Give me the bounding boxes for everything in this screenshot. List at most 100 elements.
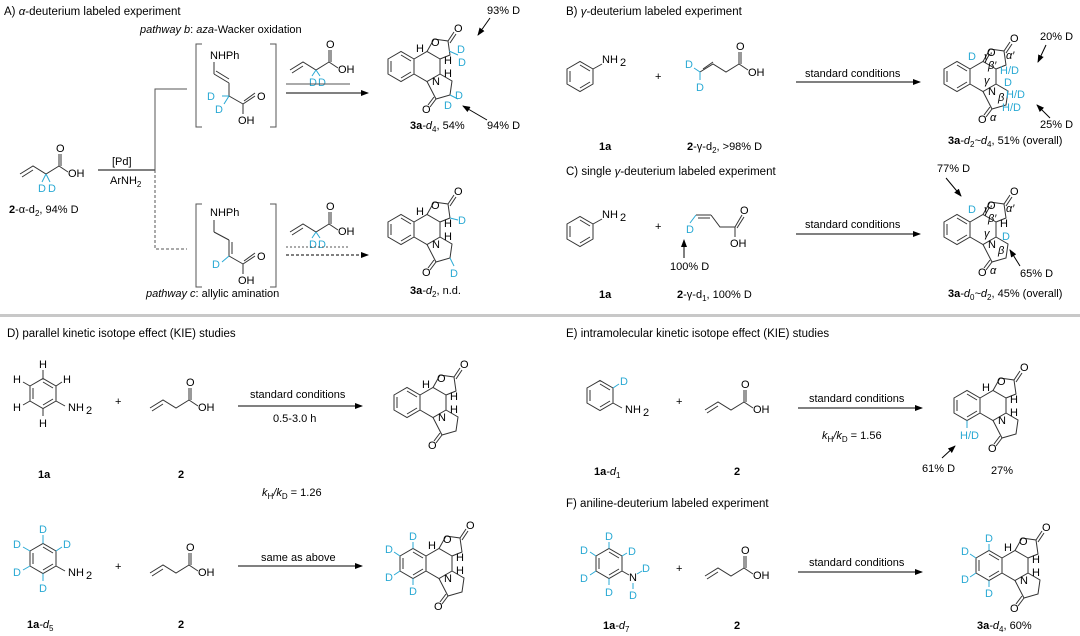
annot-100-d: 100% D: [670, 261, 709, 273]
reagent-arnh2: ArNH2: [110, 175, 142, 189]
svg-text:N: N: [629, 572, 637, 584]
svg-text:O: O: [56, 143, 65, 155]
label-2-d1: 2: [178, 469, 184, 481]
aniline-1a-d: NH 2 H H H H H: [13, 359, 92, 430]
svg-text:D: D: [450, 268, 458, 280]
svg-text:O: O: [434, 601, 443, 613]
svg-text:O: O: [978, 114, 987, 126]
svg-text:O: O: [431, 200, 440, 212]
svg-text:OH: OH: [338, 64, 355, 76]
svg-text:OH: OH: [753, 570, 770, 582]
plus-c: +: [655, 221, 661, 233]
svg-text:D: D: [968, 204, 976, 216]
svg-text:H: H: [444, 231, 452, 243]
svg-text:H: H: [422, 379, 430, 391]
svg-text:O: O: [1010, 33, 1019, 45]
svg-text:H: H: [1000, 218, 1008, 230]
svg-text:2: 2: [620, 212, 626, 224]
svg-text:N: N: [444, 573, 452, 585]
svg-text:O: O: [460, 359, 469, 371]
svg-text:OH: OH: [753, 404, 770, 416]
product-3a-d: O O N O H H H: [393, 359, 469, 452]
arrow-77-d: [945, 177, 962, 197]
label-2-e: 2: [734, 466, 740, 478]
label-1a-b: 1a: [599, 141, 612, 153]
branch-b-line: [154, 88, 187, 170]
svg-text:γ: γ: [984, 228, 991, 240]
svg-text:OH: OH: [338, 226, 355, 238]
svg-text:N: N: [432, 76, 440, 88]
svg-text:D: D: [629, 590, 637, 602]
branch-c-line: [154, 170, 187, 250]
section-e-title: E) intramolecular kinetic isotope effect…: [566, 328, 829, 340]
svg-text:H: H: [450, 391, 458, 403]
kie-d: kH/kD = 1.26: [262, 487, 322, 501]
svg-text:H: H: [1010, 407, 1018, 419]
svg-text:D: D: [13, 539, 21, 551]
arrow-65-d: [1009, 249, 1021, 267]
svg-text:2: 2: [86, 570, 92, 582]
svg-text:D: D: [458, 215, 466, 227]
svg-text:O: O: [437, 373, 446, 385]
svg-text:α′: α′: [1006, 50, 1015, 62]
plus-d1: +: [115, 396, 121, 408]
svg-text:O: O: [186, 377, 195, 389]
svg-text:NHPh: NHPh: [210, 207, 239, 219]
section-d-title: D) parallel kinetic isotope effect (KIE)…: [7, 328, 236, 340]
svg-text:O: O: [428, 440, 437, 452]
svg-text:N: N: [438, 412, 446, 424]
svg-text:D: D: [215, 104, 223, 116]
svg-text:H: H: [39, 359, 47, 371]
conditions-d1-top: standard conditions: [250, 389, 346, 401]
svg-text:OH: OH: [748, 67, 765, 79]
svg-text:H: H: [13, 374, 21, 386]
annot-61-d: 61% D: [922, 463, 955, 475]
svg-text:D: D: [1004, 77, 1012, 89]
section-f-title: F) aniline-deuterium labeled experiment: [566, 498, 769, 510]
sm-2-gamma-d1: O OH D: [686, 205, 749, 250]
svg-text:α′: α′: [1006, 203, 1015, 215]
svg-text:O: O: [257, 251, 266, 263]
aniline-1a-d5: NH 2 D D D D D: [13, 524, 92, 595]
svg-text:O: O: [1020, 362, 1029, 374]
aniline-1a-c: NH 2: [566, 209, 626, 247]
sm-2-gamma-d2: O OH D D: [685, 41, 765, 94]
svg-text:D: D: [13, 567, 21, 579]
kie-e: kH/kD = 1.56: [822, 430, 882, 444]
product-3a-d0-d2: O O N O D H D γ′ β′ α′ γ β α: [943, 186, 1019, 279]
svg-text:O: O: [978, 267, 987, 279]
product-3a-d2: O O N O H H H D D: [387, 186, 466, 280]
svg-text:α: α: [990, 265, 997, 277]
svg-text:O: O: [454, 23, 463, 35]
svg-text:H/D: H/D: [960, 430, 979, 442]
conditions-d1-bottom: 0.5-3.0 h: [273, 413, 316, 425]
label-1a-d: 1a: [38, 469, 51, 481]
product-3a-d4-f: O O N O H H H D D D D: [961, 522, 1051, 615]
arrow-20-d: [1037, 44, 1047, 63]
svg-text:H/D: H/D: [1006, 89, 1025, 101]
svg-text:D: D: [385, 572, 393, 584]
label-2-gamma-d2: 2-γ-d2, >98% D: [687, 141, 762, 155]
svg-text:D: D: [580, 545, 588, 557]
label-3a-d0-d2: 3a-d0~d2, 45% (overall): [948, 288, 1062, 302]
svg-text:O: O: [997, 376, 1006, 388]
svg-text:D: D: [620, 376, 628, 388]
svg-text:D: D: [605, 587, 613, 599]
svg-text:H: H: [39, 418, 47, 430]
svg-text:D: D: [385, 544, 393, 556]
svg-text:OH: OH: [198, 567, 215, 579]
svg-text:D: D: [961, 546, 969, 558]
pathway-c-label: pathway c: allylic amination: [145, 288, 279, 300]
label-3a-d4-60: 3a-d4, 60%: [977, 620, 1032, 634]
intermediate-c: NHPh O OH D: [195, 203, 277, 288]
label-3a-d4-54: 3a-d4, 54%: [410, 120, 465, 134]
annot-25-d: 25% D: [1040, 119, 1073, 131]
aniline-1a-b: NH 2: [566, 54, 626, 92]
svg-text:N: N: [988, 239, 996, 251]
svg-text:OH: OH: [238, 115, 255, 127]
svg-text:H/D: H/D: [1000, 65, 1019, 77]
svg-text:H: H: [1004, 542, 1012, 554]
svg-text:O: O: [1042, 522, 1051, 534]
svg-text:D: D: [38, 183, 46, 195]
arrow-94-d: [462, 105, 488, 121]
